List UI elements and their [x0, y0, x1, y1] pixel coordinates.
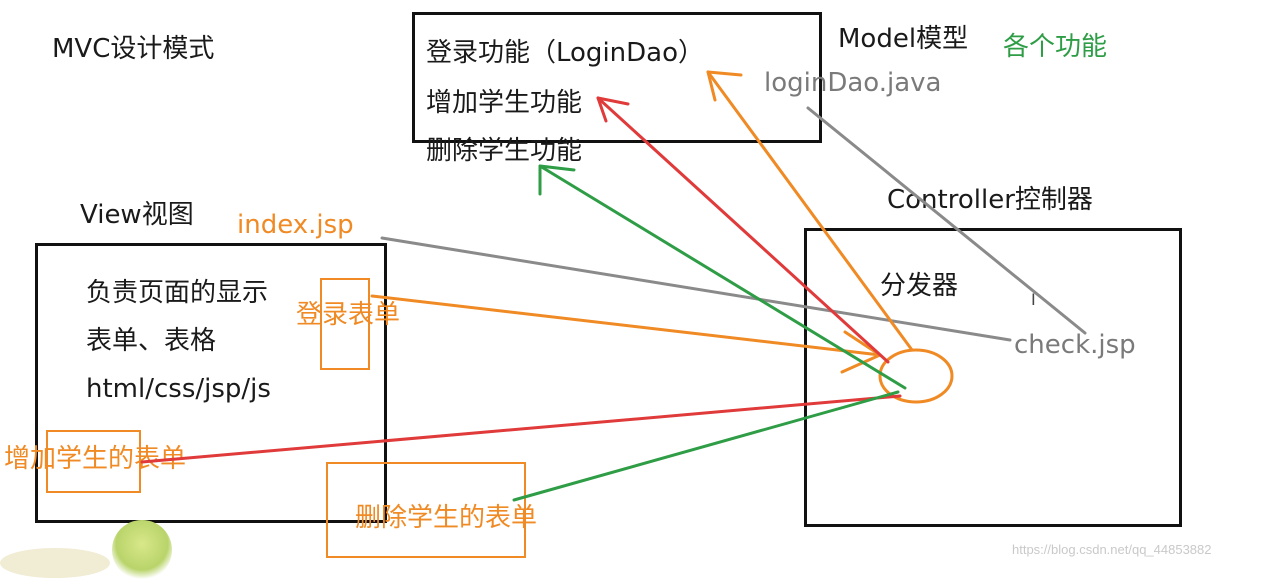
diagram-title: MVC设计模式: [52, 34, 215, 64]
text-cursor-icon: I: [1031, 290, 1036, 309]
model-annotation: 各个功能: [1003, 32, 1108, 62]
controller-file-label: check.jsp: [1014, 330, 1136, 360]
dispatcher-to-delete-head: [538, 164, 576, 196]
delete-to-dispatcher-arrow: [512, 390, 900, 502]
dispatcher-to-delete-arrow: [538, 164, 907, 390]
delete-student-form-label: 删除学生的表单: [355, 503, 538, 533]
decorative-plant-icon: [112, 520, 172, 580]
dispatcher-circle: [878, 348, 954, 404]
add-student-form-box: [46, 430, 141, 493]
model-item-delete-student: 删除学生功能: [426, 136, 583, 166]
login-to-dispatcher-arrow: [370, 294, 882, 357]
view-line-display: 负责页面的显示: [86, 278, 269, 308]
dispatcher-label: 分发器: [880, 271, 959, 301]
dispatcher-to-login-head: [706, 70, 743, 102]
view-line-tech: html/css/jsp/js: [86, 374, 271, 404]
dispatcher-to-login-arrow: [706, 70, 914, 352]
model-label: Model模型: [838, 24, 969, 54]
model-file-label: loginDao.java: [764, 68, 942, 98]
add-to-dispatcher-arrow: [140, 394, 902, 464]
login-form-label: 登录表单: [296, 300, 401, 330]
login-form-box: [320, 278, 370, 370]
view-line-forms: 表单、表格: [86, 326, 217, 356]
connection-arrows: [140, 70, 1087, 502]
view-file-connector: [380, 236, 1012, 342]
watermark: https://blog.csdn.net/qq_44853882: [1012, 542, 1212, 557]
view-box: [35, 243, 387, 523]
delete-student-form-box: [326, 462, 526, 558]
view-label: View视图: [80, 200, 194, 230]
dispatcher-to-add-arrow: [596, 96, 890, 364]
dispatcher-to-add-head: [596, 96, 630, 123]
model-item-add-student: 增加学生功能: [426, 88, 583, 118]
add-student-form-label: 增加学生的表单: [4, 444, 187, 474]
model-file-connector: [806, 106, 1087, 335]
model-item-login: 登录功能（LoginDao）: [426, 38, 705, 68]
controller-box: [804, 228, 1182, 527]
model-box: [412, 12, 822, 143]
view-file-label: index.jsp: [237, 210, 354, 240]
decorative-strip: [0, 548, 110, 578]
